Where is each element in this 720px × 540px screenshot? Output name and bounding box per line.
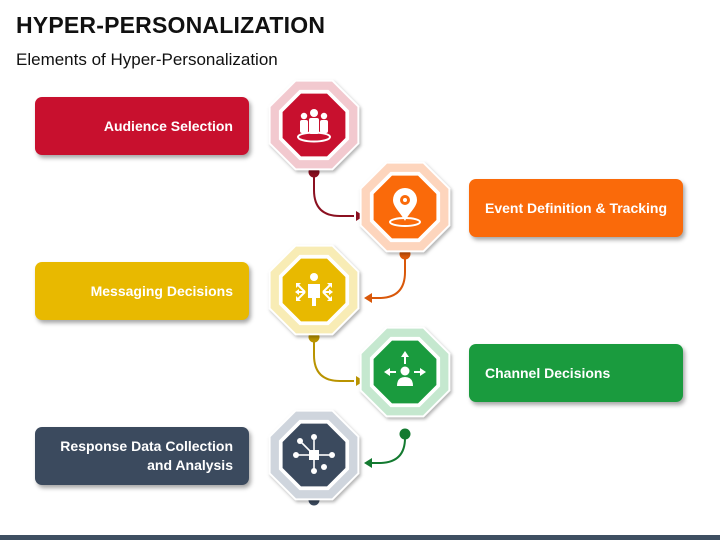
person-arrows-icon [295,273,333,306]
bottom-bar [0,535,720,540]
connector-arrowhead-4 [364,458,372,468]
connector-2-3 [371,256,406,299]
step-channel-decisions: Channel Decisions [469,344,683,402]
step-node-5 [268,409,360,501]
page-title: HYPER-PERSONALIZATION [16,12,326,38]
audience-group-icon [297,109,331,143]
page-subtitle: Elements of Hyper-Personalization [16,50,278,69]
connector-4-5 [371,435,406,464]
step-event-definition: Event Definition & Tracking [469,179,683,237]
step-node-2 [359,161,451,253]
connector-1-2 [313,174,354,217]
channel-arrows-icon [384,351,426,386]
step-audience-selection: Audience Selection [35,97,249,155]
step-label: Response Data Collection and Analysis [60,438,233,473]
step-label: Event Definition & Tracking [485,199,668,216]
data-network-icon [293,434,335,474]
step-response-data: Response Data Collection and Analysis [35,427,249,485]
step-node-3 [268,244,360,336]
step-messaging-decisions: Messaging Decisions [35,262,249,320]
step-label: Audience Selection [103,117,233,134]
connector-3-4 [313,339,354,382]
connector-dot-4 [399,428,411,440]
connector-arrowhead-2 [364,293,372,303]
step-node-4 [359,326,451,418]
step-label: Messaging Decisions [90,282,233,299]
step-label: Channel Decisions [485,364,611,381]
location-pin-icon [389,188,421,227]
step-node-1 [268,79,360,171]
